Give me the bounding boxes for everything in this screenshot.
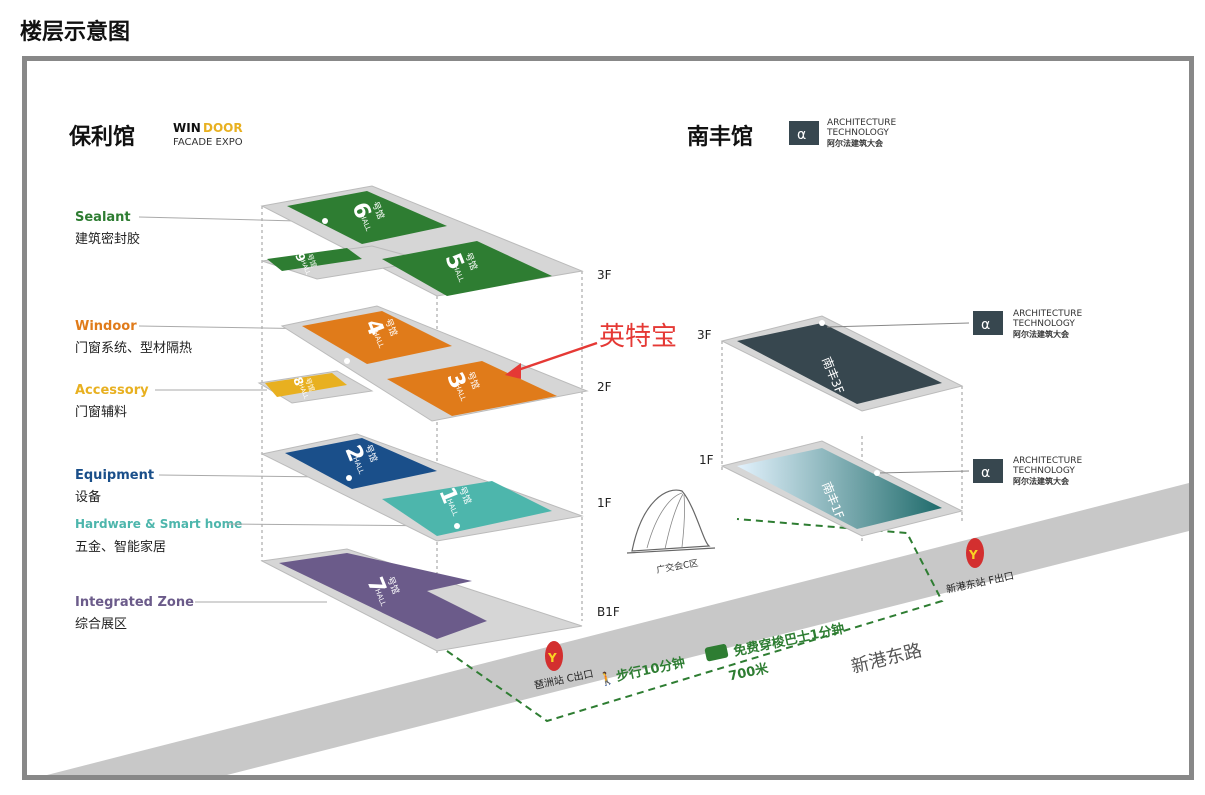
hall-3-area[interactable] [387, 361, 557, 416]
hall-4-area[interactable] [302, 311, 452, 364]
canton-fair-label: 广交会C区 [655, 557, 699, 576]
zone-zh-equipment: 设备 [75, 489, 101, 505]
floor-map-frame: 新港东路 保利馆 WIN DOOR FACADE EXPO 南丰馆 α ARCH… [22, 56, 1194, 780]
highlight-arrow-line [514, 341, 598, 373]
hall-2-area[interactable] [285, 438, 437, 489]
road-band [47, 483, 1189, 775]
hall-5-area[interactable] [382, 241, 552, 296]
poly-hall-name: 保利馆 [68, 124, 135, 150]
road-name: 新港东路 [849, 640, 924, 678]
floor-label-b1f: B1F [597, 605, 620, 619]
route-dashed-line [446, 518, 944, 723]
metro-station-c-icon: Y [545, 641, 563, 671]
hall-1-area[interactable] [382, 481, 552, 536]
svg-text:阿尔法建筑大会: 阿尔法建筑大会 [1013, 476, 1069, 486]
zone-zh-accessory: 门窗辅料 [75, 404, 127, 420]
nanfeng-floor-1f: 1F [699, 453, 714, 467]
alpha-logo-3f-icon [973, 311, 1003, 335]
highlight-arrow-head [505, 363, 521, 379]
nanfeng-hall-name: 南丰馆 [687, 124, 753, 150]
hall-9-area[interactable] [267, 248, 362, 271]
floor-label-2f: 2F [597, 380, 612, 394]
hall-7-area[interactable] [279, 553, 487, 639]
bus-icon [704, 644, 729, 662]
floor-label-1f: 1F [597, 496, 612, 510]
canton-fair-building-icon [626, 489, 716, 554]
alpha-logo-3f: α ARCHITECTURE TECHNOLOGY 阿尔法建筑大会 [826, 309, 1082, 339]
svg-text:α: α [981, 317, 990, 333]
highlight-label: 英特宝 [599, 322, 677, 352]
alpha-logo-line2: TECHNOLOGY [826, 128, 889, 138]
alpha-logo-1f: α ARCHITECTURE TECHNOLOGY 阿尔法建筑大会 [876, 456, 1082, 486]
alpha-logo-glyph: α [797, 127, 806, 143]
hall-6-area[interactable] [287, 191, 447, 244]
zone-zh-hardware: 五金、智能家居 [75, 539, 166, 555]
svg-text:阿尔法建筑大会: 阿尔法建筑大会 [1013, 329, 1069, 339]
svg-text:TECHNOLOGY: TECHNOLOGY [1012, 319, 1075, 329]
zone-en-integrated: Integrated Zone [75, 595, 194, 610]
zone-legend: Sealant 建筑密封胶 Windoor 门窗系统、型材隔热 Accessor… [75, 210, 448, 632]
zone-zh-windoor: 门窗系统、型材隔热 [75, 340, 192, 356]
hall-8-area[interactable] [265, 373, 347, 397]
nanfeng-1f-area[interactable] [737, 448, 942, 529]
zone-en-sealant: Sealant [75, 210, 131, 225]
nanfeng-floor-3f: 3F [697, 328, 712, 342]
alpha-logo-line1: ARCHITECTURE [827, 118, 896, 128]
svg-text:Y: Y [968, 548, 978, 562]
walk-icon: 🚶 [597, 670, 616, 689]
zone-zh-integrated: 综合展区 [75, 617, 127, 632]
floor-map: 新港东路 保利馆 WIN DOOR FACADE EXPO 南丰馆 α ARCH… [47, 118, 1189, 775]
alpha-logo-1f-icon [973, 459, 1003, 483]
nanfeng-3f-area[interactable] [737, 323, 942, 404]
svg-text:ARCHITECTURE: ARCHITECTURE [1013, 456, 1082, 466]
svg-text:Y: Y [547, 651, 557, 665]
zone-en-equipment: Equipment [75, 468, 154, 483]
windoor-logo-subtitle: FACADE EXPO [173, 137, 243, 148]
svg-text:α: α [981, 465, 990, 481]
metro-station-f-icon: Y [966, 538, 984, 568]
page-title: 楼层示意图 [20, 20, 131, 45]
windoor-logo-part2: DOOR [203, 121, 243, 135]
floor-label-3f: 3F [597, 268, 612, 282]
zone-en-hardware: Hardware & Smart home [75, 517, 242, 531]
zone-zh-sealant: 建筑密封胶 [75, 231, 140, 247]
windoor-logo-part1: WIN [173, 121, 201, 135]
zone-en-accessory: Accessory [75, 383, 149, 398]
alpha-logo-line3: 阿尔法建筑大会 [827, 138, 883, 148]
zone-en-windoor: Windoor [75, 319, 137, 334]
svg-text:TECHNOLOGY: TECHNOLOGY [1012, 466, 1075, 476]
alpha-logo-icon [789, 121, 819, 145]
svg-text:ARCHITECTURE: ARCHITECTURE [1013, 309, 1082, 319]
